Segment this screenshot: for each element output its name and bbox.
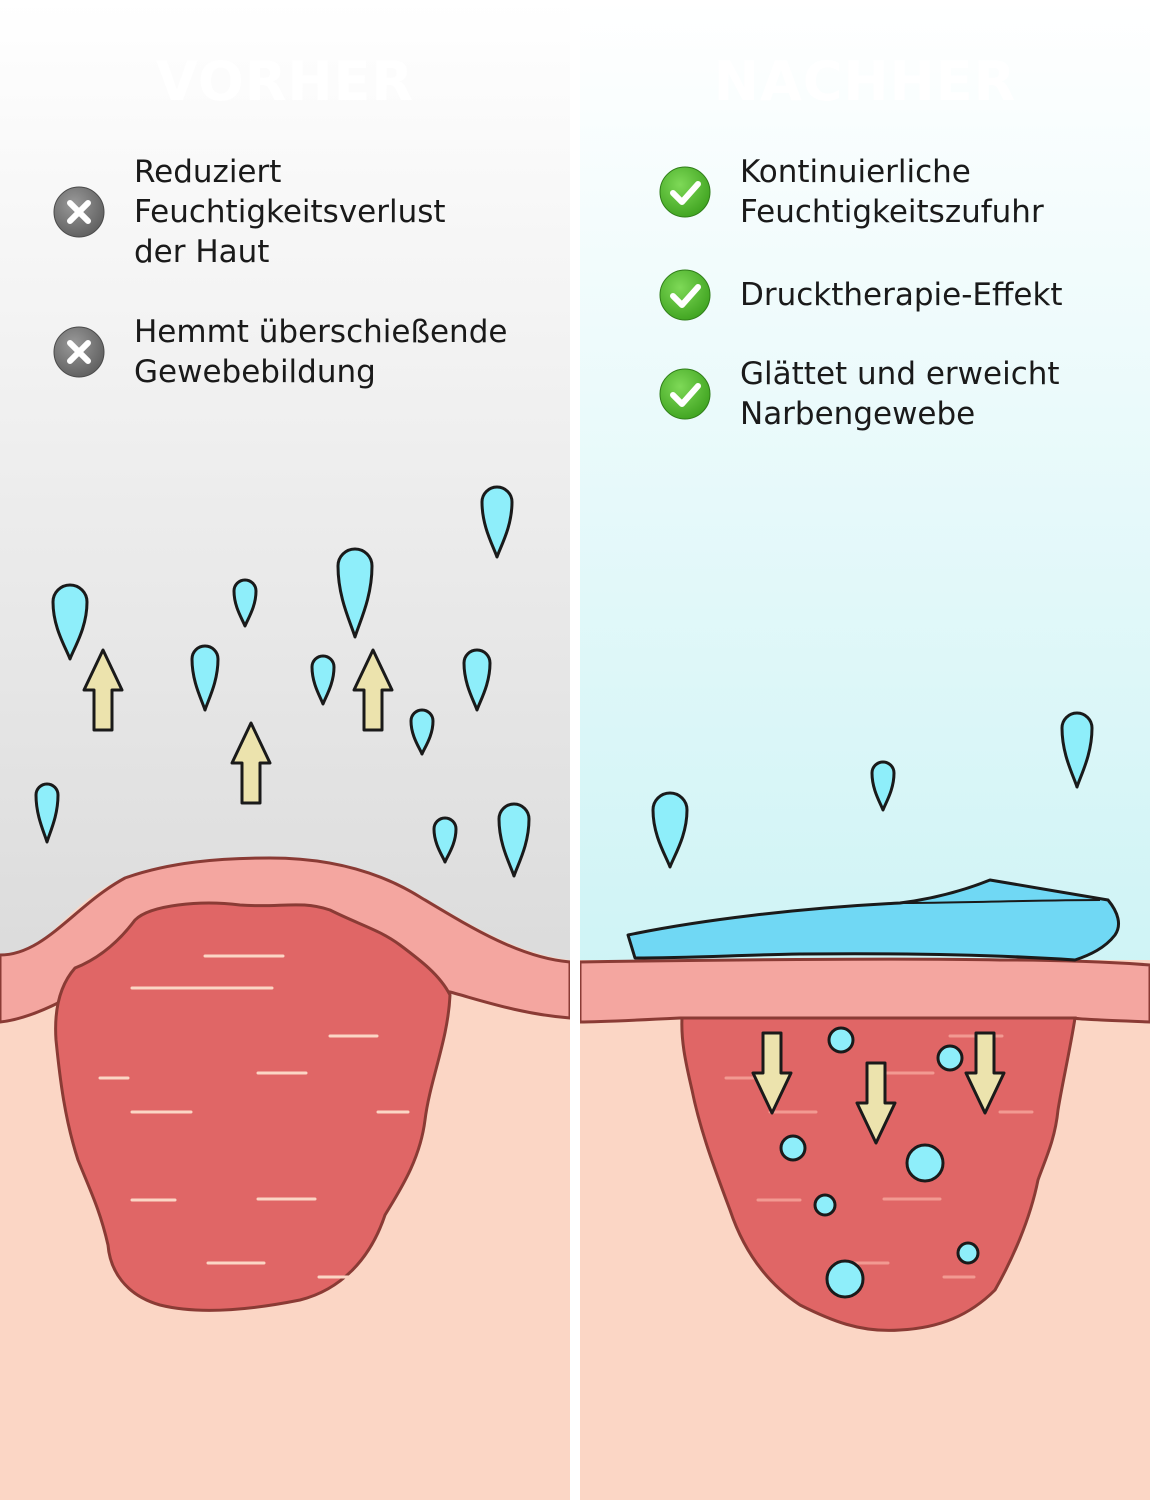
after-item-label: Kontinuierliche Feuchtigkeitszufuhr <box>740 154 1044 230</box>
before-skin-section <box>0 856 572 1500</box>
after-moisture-bubbles <box>779 1026 980 1299</box>
water-droplet <box>51 583 89 661</box>
moisture-bubble <box>779 1134 807 1162</box>
moisture-bubble <box>956 1241 980 1265</box>
after-item-label: Glättet und erweicht Narbengewebe <box>740 356 1060 432</box>
moisture-bubble <box>813 1193 837 1217</box>
down-arrow <box>855 1061 897 1145</box>
water-droplet <box>190 644 220 712</box>
before-up-arrows <box>82 648 394 805</box>
after-heading: NACHHER <box>713 50 1017 113</box>
silicone-sheet-edge <box>899 899 1101 904</box>
after-item-smooths-scar: Glättet und erweicht Narbengewebe <box>658 354 1060 434</box>
up-arrow <box>82 648 124 732</box>
after-droplets <box>651 711 1094 869</box>
down-arrow <box>964 1031 1006 1115</box>
before-droplets <box>34 485 531 878</box>
after-down-arrows <box>751 1031 1006 1145</box>
moisture-bubble <box>825 1259 865 1299</box>
water-droplet <box>34 782 60 844</box>
water-droplet <box>480 485 514 559</box>
water-droplet <box>462 648 492 712</box>
before-item-tissue-growth: Hemmt überschießende Gewebebildung <box>52 312 507 392</box>
before-scar-tissue <box>54 901 452 1312</box>
before-background <box>0 0 570 1000</box>
check-circle-icon <box>659 368 711 420</box>
water-droplet <box>310 654 336 706</box>
panel-divider <box>570 0 580 1500</box>
after-skin-layer <box>578 957 1150 1024</box>
water-droplet <box>232 578 258 628</box>
check-circle-icon <box>659 166 711 218</box>
moisture-bubble <box>905 1143 945 1183</box>
water-droplet <box>432 816 458 864</box>
x-circle-icon <box>53 186 105 238</box>
after-item-label: Drucktherapie-Effekt <box>740 277 1063 313</box>
water-droplet <box>870 760 896 812</box>
moisture-bubble <box>936 1044 964 1072</box>
up-arrow <box>230 721 272 805</box>
silicone-sheet <box>626 878 1120 962</box>
water-droplet <box>651 791 689 869</box>
before-heading: VORHER <box>156 50 414 113</box>
moisture-bubble <box>827 1026 855 1054</box>
check-circle-icon <box>659 269 711 321</box>
down-arrow <box>751 1031 793 1115</box>
before-scar-fibers <box>98 954 410 1279</box>
before-item-label: Reduziert Feuchtigkeitsverlust der Haut <box>134 154 446 270</box>
water-droplet <box>1060 711 1094 789</box>
before-item-moisture-loss: Reduziert Feuchtigkeitsverlust der Haut <box>52 152 446 272</box>
before-item-label: Hemmt überschießende Gewebebildung <box>134 314 508 390</box>
water-droplet <box>497 802 531 878</box>
up-arrow <box>352 648 394 732</box>
after-skin-section <box>578 878 1150 1500</box>
after-item-moisture-supply: Kontinuierliche Feuchtigkeitszufuhr <box>658 152 1044 232</box>
water-droplet <box>409 708 435 756</box>
water-droplet <box>336 547 374 639</box>
after-item-pressure-therapy: Drucktherapie-Effekt <box>658 268 1063 322</box>
x-circle-icon <box>53 326 105 378</box>
